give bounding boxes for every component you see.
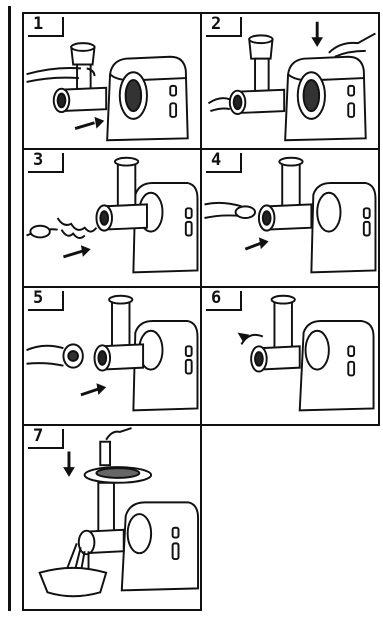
step-number-badge: 1	[28, 17, 64, 37]
page-margin-rule	[8, 6, 11, 611]
step-7-illustration	[24, 426, 200, 609]
arrow-icon-step-5	[81, 383, 106, 395]
step-number-badge: 7	[28, 429, 64, 449]
arrow-icon-step-3	[63, 245, 90, 257]
arrow-icon-step-7	[63, 452, 75, 477]
step-number-badge: 3	[28, 153, 64, 173]
step-number: 7	[33, 426, 43, 446]
step-number: 2	[211, 14, 221, 34]
step-panel-4: 4	[200, 148, 380, 288]
arrow-icon-step-4	[245, 237, 268, 249]
step-number-badge: 2	[206, 17, 242, 37]
step-panel-7: 7	[22, 424, 202, 611]
step-panel-1: 1	[22, 12, 202, 150]
arrow-icon-step-2	[311, 22, 323, 47]
step-number: 6	[211, 288, 221, 308]
step-panel-2: 2	[200, 12, 380, 150]
step-number-badge: 4	[206, 153, 242, 173]
step-number: 1	[33, 14, 43, 34]
step-number-badge: 6	[206, 291, 242, 311]
step-panel-6: 6	[200, 286, 380, 426]
step-number: 5	[33, 288, 43, 308]
step-number: 3	[33, 150, 43, 170]
step-panel-5: 5	[22, 286, 202, 426]
arrow-icon-step-1	[75, 117, 104, 129]
step-panel-3: 3	[22, 148, 202, 288]
step-number: 4	[211, 150, 221, 170]
step-number-badge: 5	[28, 291, 64, 311]
